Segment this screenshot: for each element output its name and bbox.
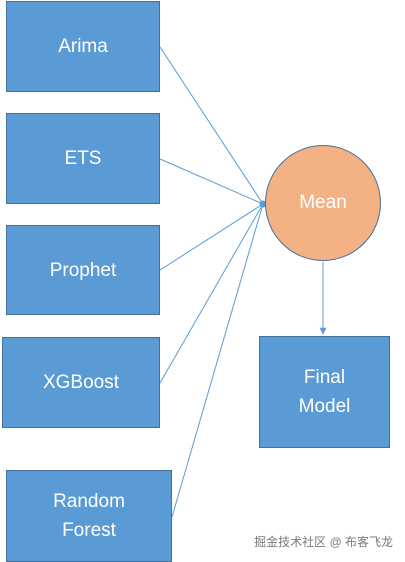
node-random-forest: Random Forest [6, 470, 172, 562]
node-random-forest-label: Random Forest [53, 491, 125, 541]
node-mean-label: Mean [299, 192, 347, 213]
node-final-model-label: Final Model [298, 367, 351, 417]
connector-arima-to-mean [159, 46, 264, 205]
junction-dot [259, 200, 267, 208]
node-final-model: Final Model [259, 336, 390, 448]
node-prophet-label: Prophet [49, 259, 117, 281]
node-mean: Mean [265, 145, 381, 261]
watermark: 掘金技术社区 @ 布客飞龙 [254, 535, 393, 549]
node-xgboost: XGBoost [2, 337, 160, 428]
node-ets: ETS [6, 113, 160, 204]
connector-prophet-to-mean [159, 203, 264, 271]
node-arima: Arima [6, 1, 160, 92]
node-arima-label: Arima [58, 36, 108, 57]
node-prophet: Prophet [6, 225, 160, 315]
connector-ets-to-mean [159, 158, 264, 205]
connector-random-forest-to-mean [171, 203, 264, 518]
node-ets-label: ETS [64, 148, 102, 169]
connector-xgboost-to-mean [159, 203, 264, 384]
node-xgboost-label: XGBoost [42, 372, 120, 393]
